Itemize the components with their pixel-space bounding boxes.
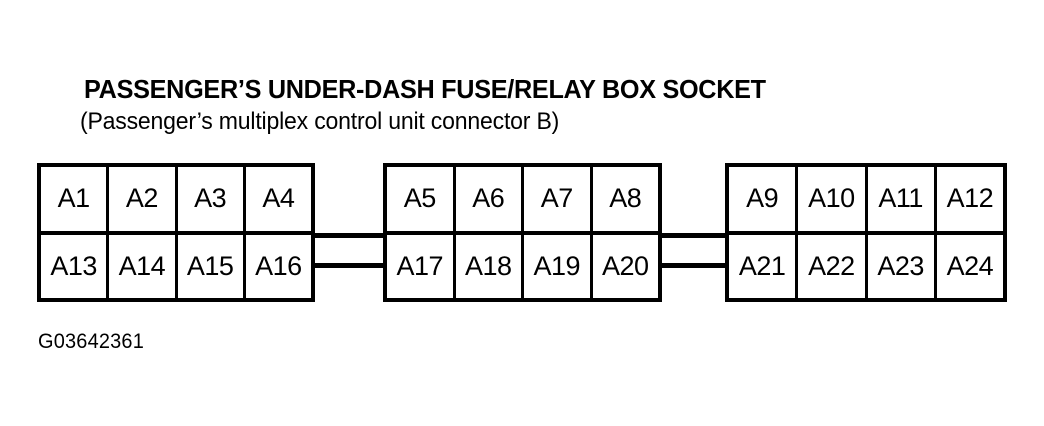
page-subtitle: (Passenger’s multiplex control unit conn… [80, 108, 560, 135]
pin-cell-a15: A15 [178, 234, 246, 298]
connector-block-2: A5 A6 A7 A8 A17 A18 A19 A20 [383, 163, 662, 302]
connector-block-3-bottom-row: A21 A22 A23 A24 [729, 234, 1003, 298]
pin-cell-a22: A22 [798, 234, 868, 298]
connector-block-1: A1 A2 A3 A4 A13 A14 A15 A16 [37, 163, 315, 302]
connector-bar-right-upper [658, 233, 729, 238]
pin-cell-a7: A7 [524, 167, 593, 231]
figure-caption: G03642361 [38, 330, 144, 353]
pin-cell-a10: A10 [798, 167, 868, 231]
connector-block-2-bottom-row: A17 A18 A19 A20 [387, 234, 658, 298]
pin-cell-a5: A5 [387, 167, 456, 231]
pin-cell-a12: A12 [946, 183, 994, 214]
pin-cell-a1: A1 [41, 167, 110, 231]
pin-cell-a24: A24 [946, 250, 994, 281]
pin-cell-a3: A3 [178, 167, 246, 231]
pin-cell-a14: A14 [109, 234, 178, 298]
pin-cell-a6: A6 [456, 167, 524, 231]
connector-block-3: A9 A10 A11 A12 A21 A22 A23 A24 [725, 163, 1007, 302]
connector-bar-right-lower [658, 263, 729, 268]
connector-block-1-top-row: A1 A2 A3 A4 [41, 167, 311, 235]
connector-block-3-top-row: A9 A10 A11 A12 [729, 167, 1003, 235]
pin-cell-a9: A9 [729, 167, 799, 231]
pin-cell-a13: A13 [41, 234, 110, 298]
pin-cell-a8: A8 [609, 183, 642, 214]
pin-cell-a20: A20 [601, 250, 649, 281]
pin-cell-a18: A18 [456, 234, 524, 298]
connector-bar-left-upper [311, 233, 387, 238]
pin-cell-a16: A16 [255, 250, 302, 281]
pin-cell-a4: A4 [262, 183, 295, 214]
pin-cell-a17: A17 [387, 234, 456, 298]
connector-bar-left-lower [311, 263, 387, 268]
pin-cell-a21: A21 [729, 234, 799, 298]
pin-cell-a2: A2 [109, 167, 178, 231]
pin-cell-a19: A19 [524, 234, 593, 298]
connector-block-1-bottom-row: A13 A14 A15 A16 [41, 234, 311, 298]
page-title: PASSENGER’S UNDER-DASH FUSE/RELAY BOX SO… [84, 74, 766, 104]
pin-cell-a23: A23 [868, 234, 937, 298]
pin-cell-a11: A11 [868, 167, 937, 231]
connector-block-2-top-row: A5 A6 A7 A8 [387, 167, 658, 235]
